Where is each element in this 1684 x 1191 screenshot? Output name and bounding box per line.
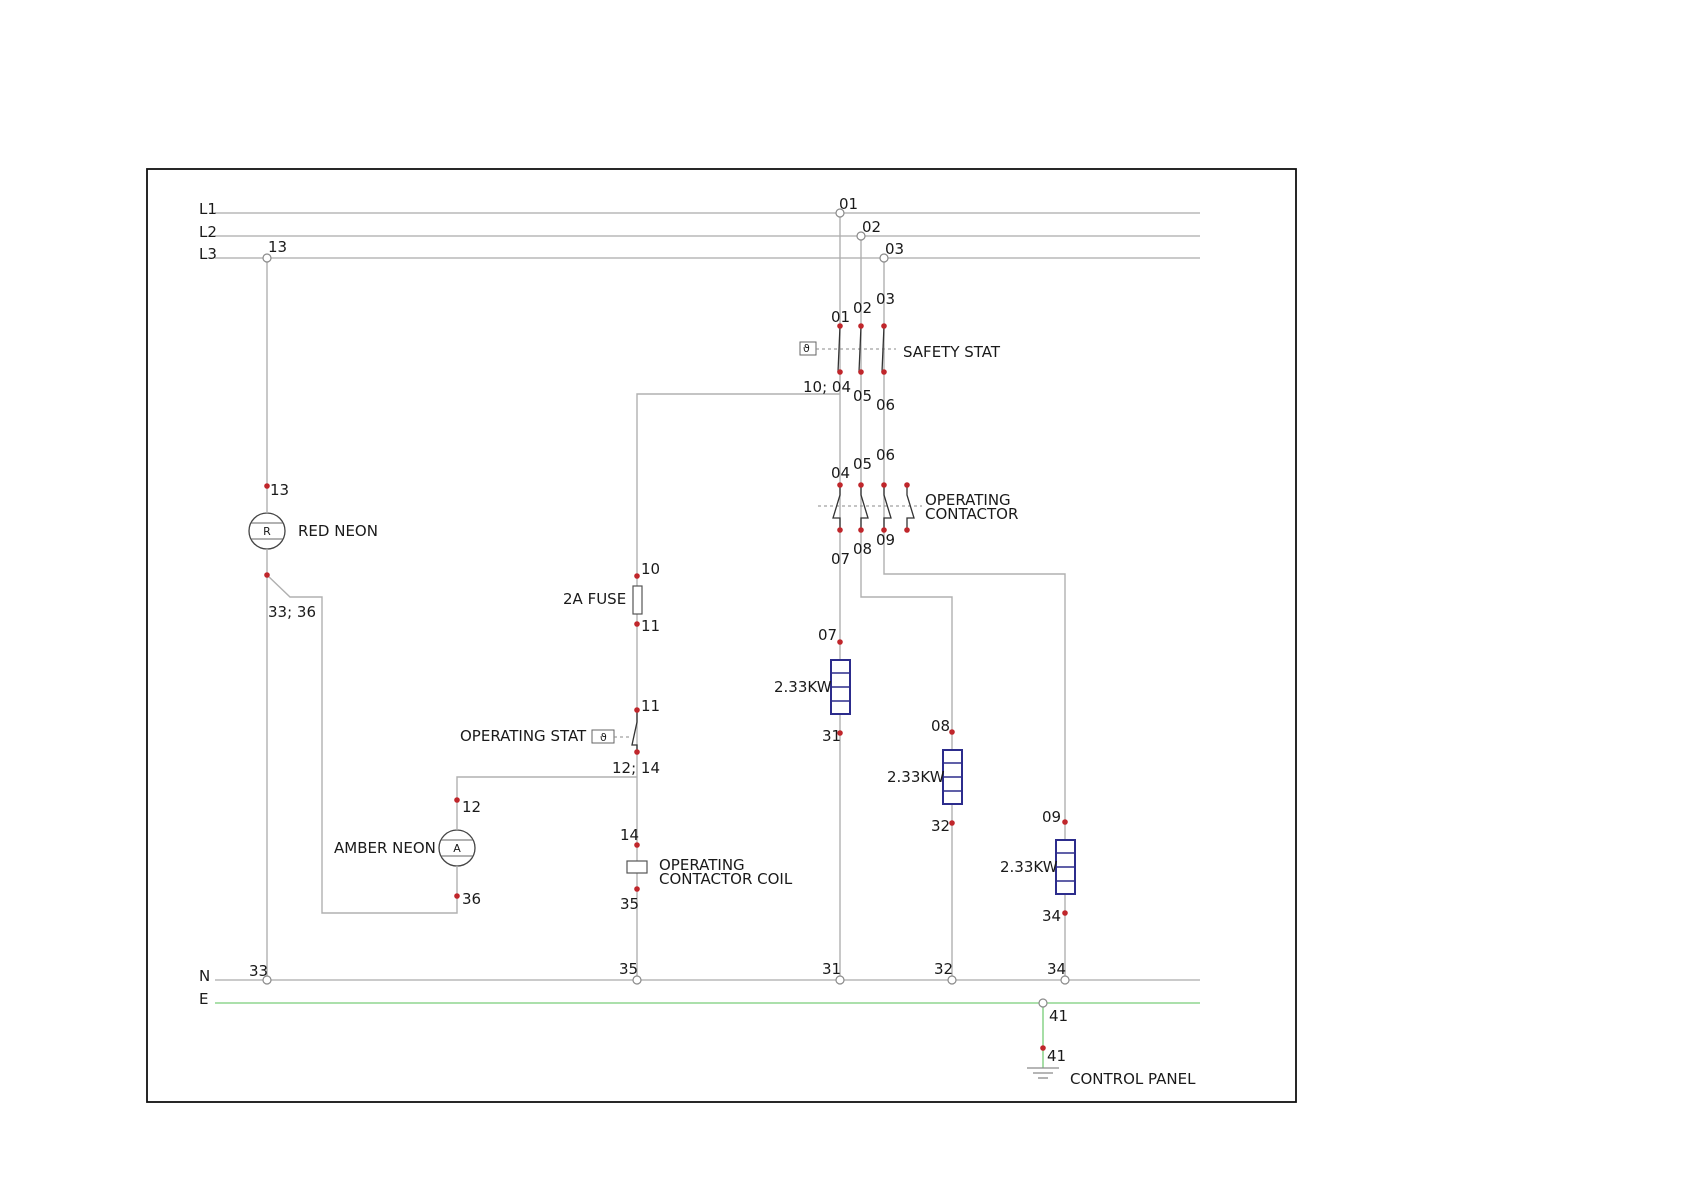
terminal-label: 01 [831, 308, 850, 326]
terminal-label: 41 [1049, 1007, 1068, 1025]
terminal-label: 07 [818, 626, 837, 644]
terminal-label: 33 [249, 962, 268, 980]
wires [267, 213, 1065, 1068]
terminal-label: 41 [1047, 1047, 1066, 1065]
operating-stat-label: OPERATING STAT [460, 727, 587, 745]
amber-neon: A AMBER NEON [334, 797, 475, 899]
terminal-label: 34 [1042, 907, 1061, 925]
terminal-label: 05 [853, 455, 872, 473]
terminal-label: 34 [1047, 960, 1066, 978]
terminal-label: 35 [620, 895, 639, 913]
bus-label-l1: L1 [199, 200, 217, 218]
bus-label-n: N [199, 967, 210, 985]
terminal-label: 31 [822, 727, 841, 745]
terminal-label: 06 [876, 396, 895, 414]
fuse-icon [633, 586, 642, 614]
terminal-label: 06 [876, 446, 895, 464]
terminal-label: 14 [620, 826, 639, 844]
fuse: 2A FUSE [563, 573, 642, 627]
operating-contactor-label-2: CONTACTOR [925, 505, 1018, 523]
terminal-label: 03 [885, 240, 904, 258]
red-neon-label: RED NEON [298, 522, 378, 540]
heater-2: 2.33KW [887, 729, 962, 826]
drawing-border [147, 169, 1296, 1102]
amber-neon-letter: A [453, 842, 461, 855]
bus-label-e: E [199, 990, 208, 1008]
bus-label-l3: L3 [199, 245, 217, 263]
wire-36-amber-return [267, 575, 457, 913]
contactor-coil-icon [627, 861, 647, 873]
heater-2-label: 2.33KW [887, 768, 945, 786]
heater-1: 2.33KW [774, 639, 850, 736]
terminal-label: 11 [641, 697, 660, 715]
terminal-label: 13 [270, 481, 289, 499]
contactor-contact-2 [861, 485, 868, 530]
terminal-label: 13 [268, 238, 287, 256]
terminal-label: 12 [462, 798, 481, 816]
terminal-label: 04 [831, 464, 850, 482]
red-neon-letter: R [263, 525, 271, 538]
heater-3: 2.33KW [1000, 819, 1075, 916]
terminal-label: 10; 04 [803, 378, 851, 396]
safety-stat-theta-icon: ϑ [803, 342, 810, 355]
operating-contactor: OPERATING CONTACTOR [818, 482, 1018, 533]
terminal-label: 03 [876, 290, 895, 308]
operating-stat-contact [632, 710, 637, 752]
coil-label-2: CONTACTOR COIL [659, 870, 793, 888]
wire-12-amber [457, 777, 637, 800]
terminal-labels: 01 02 03 13 01 02 03 10; 04 05 06 04 05 … [249, 195, 1068, 1065]
operating-stat-theta-icon: ϑ [600, 731, 607, 744]
terminal-label: 32 [934, 960, 953, 978]
contactor-contact-1 [833, 485, 840, 530]
terminal-label: 02 [853, 299, 872, 317]
terminal-label: 10 [641, 560, 660, 578]
terminal-label: 35 [619, 960, 638, 978]
fuse-label: 2A FUSE [563, 590, 626, 608]
operating-stat: ϑ OPERATING STAT [460, 707, 640, 755]
amber-neon-label: AMBER NEON [334, 839, 436, 857]
terminal-label: 02 [862, 218, 881, 236]
terminal-label: 08 [931, 717, 950, 735]
terminal-label: 36 [462, 890, 481, 908]
wire-phase-08 [861, 530, 952, 980]
control-panel-label: CONTROL PANEL [1070, 1070, 1196, 1088]
red-neon: R RED NEON [249, 483, 378, 578]
contactor-contact-3 [884, 485, 891, 530]
safety-stat-label: SAFETY STAT [903, 343, 1001, 361]
terminal-label: 01 [839, 195, 858, 213]
heater-3-label: 2.33KW [1000, 858, 1058, 876]
terminal-label: 05 [853, 387, 872, 405]
terminal-label: 07 [831, 550, 850, 568]
heater-1-label: 2.33KW [774, 678, 832, 696]
terminal-label: 09 [876, 531, 895, 549]
node-e-41 [1039, 999, 1047, 1007]
terminal-label: 11 [641, 617, 660, 635]
contactor-coil: OPERATING CONTACTOR COIL [627, 842, 793, 892]
terminal-label: 09 [1042, 808, 1061, 826]
terminal-label: 12; 14 [612, 759, 660, 777]
terminal-label: 31 [822, 960, 841, 978]
terminal-label: 33; 36 [268, 603, 316, 621]
terminal-label: 08 [853, 540, 872, 558]
safety-stat: ϑ SAFETY STAT [800, 323, 1001, 375]
contactor-contact-aux [907, 485, 914, 530]
bus-label-l2: L2 [199, 223, 217, 241]
terminal-label: 32 [931, 817, 950, 835]
